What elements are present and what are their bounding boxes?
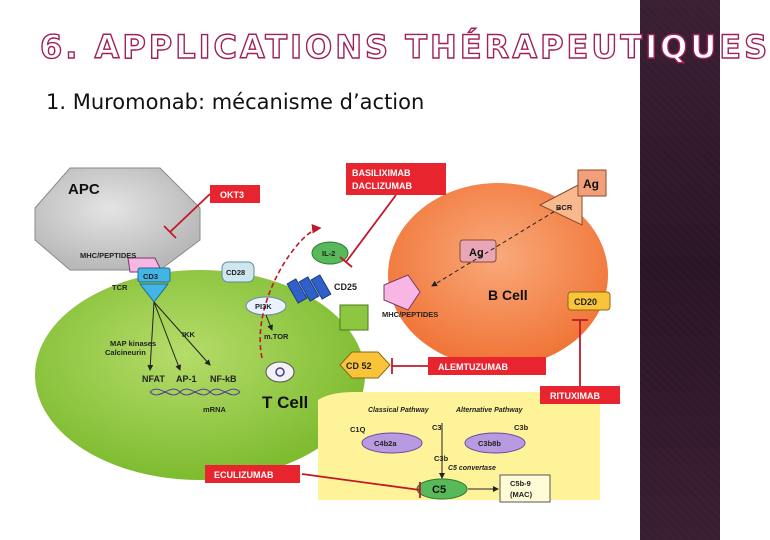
bcr-label: BCR: [556, 203, 573, 212]
cd28-shape: [221, 261, 255, 283]
nfkb-label: NF-kB: [210, 374, 237, 384]
cd3-box: [137, 267, 171, 283]
calcineurin-label: Calcineurin: [105, 348, 146, 357]
c5-convertase-label: C5 convertase: [448, 465, 496, 472]
t-cell: [35, 270, 365, 480]
pi3k-label: PI3K: [255, 302, 272, 311]
cd3-label: CD3: [143, 272, 158, 281]
cd28-label: CD28: [226, 268, 245, 277]
ag-top-shape: [577, 169, 607, 197]
tcr-label: TCR: [112, 283, 128, 292]
cd25-label: CD25: [334, 282, 357, 292]
cd25-receptor: [286, 274, 332, 304]
ag-inner-box: [459, 239, 497, 263]
complement-area: [318, 392, 600, 500]
okt3-label: OKT3: [220, 190, 244, 200]
slide: 6. APPLICATIONS THÉRAPEUTIQUES 1. Muromo…: [34, 0, 768, 540]
cd52-shape: [339, 351, 391, 379]
nfat-label: NFAT: [142, 374, 165, 384]
tcr-shape: [138, 283, 170, 303]
classical-pathway-label: Classical Pathway: [368, 407, 430, 414]
il2-label: IL-2: [322, 249, 335, 258]
c5b9-label: C5b-9: [510, 479, 531, 488]
basiliximab-label: BASILIXIMAB: [352, 168, 411, 178]
c5b9-box: [499, 474, 551, 503]
ag-inner-label: Ag: [469, 247, 484, 259]
c5-label: C5: [432, 484, 446, 496]
c3b-top-label: C3b: [514, 423, 529, 432]
mhc-b-receptor: [339, 304, 369, 331]
alemtuzumab-label: ALEMTUZUMAB: [438, 362, 508, 372]
alternative-pathway-label: Alternative Pathway: [455, 407, 524, 414]
c1q-label: C1Q: [350, 425, 366, 434]
c3b8b-shape: [464, 432, 526, 454]
mac-label: (MAC): [510, 490, 533, 499]
tcell-label: T Cell: [262, 393, 308, 412]
nucleus-icon: [265, 361, 295, 383]
cd20-label: CD20: [574, 297, 597, 307]
b-cell: [388, 183, 608, 367]
slide-subtitle: 1. Muromonab: mécanisme d’action: [46, 90, 425, 114]
alemtuzumab-box: [428, 357, 546, 375]
il2-shape: [311, 241, 349, 265]
eculizumab-box: [205, 465, 300, 483]
cd52-label: CD 52: [346, 361, 372, 371]
rituximab-box: [540, 386, 620, 404]
bcr-receptor: [538, 182, 583, 226]
ikk-label: IKK: [182, 330, 196, 339]
c3b8b-label: C3b8b: [478, 439, 501, 448]
dna-helix: [149, 388, 241, 396]
rituximab-label: RITUXIMAB: [550, 391, 600, 401]
c4b2a-shape: [361, 432, 423, 454]
mhc-b-shape: [383, 274, 421, 311]
c3b-mid-label: C3b: [434, 454, 449, 463]
bcell-label: B Cell: [488, 287, 528, 303]
map-kinases-label: MAP kinases: [110, 339, 156, 348]
basiliximab-box: [346, 163, 446, 195]
apc-label: APC: [68, 181, 100, 198]
ap1-label: AP-1: [176, 374, 197, 384]
ag-top-label: Ag: [583, 177, 599, 191]
c3-label: C3: [432, 423, 442, 432]
mtor-label: m.TOR: [264, 332, 289, 341]
mrna-label: mRNA: [203, 405, 227, 414]
okt3-box: [210, 185, 260, 203]
mhc-b-label: MHC/PEPTIDES: [382, 310, 438, 319]
mhc-top-label: MHC/PEPTIDES: [80, 251, 136, 260]
decorative-sidebar: [640, 0, 720, 540]
mechanism-diagram: APC MHC/PEPTIDES CD3 TCR CD28 IL-2 CD25 …: [34, 163, 620, 503]
c4b2a-label: C4b2a: [374, 439, 397, 448]
daclizumab-label: DACLIZUMAB: [352, 181, 412, 191]
cd20-box: [567, 291, 611, 311]
eculizumab-label: ECULIZUMAB: [214, 470, 274, 480]
slide-title: 6. APPLICATIONS THÉRAPEUTIQUES: [39, 27, 770, 66]
